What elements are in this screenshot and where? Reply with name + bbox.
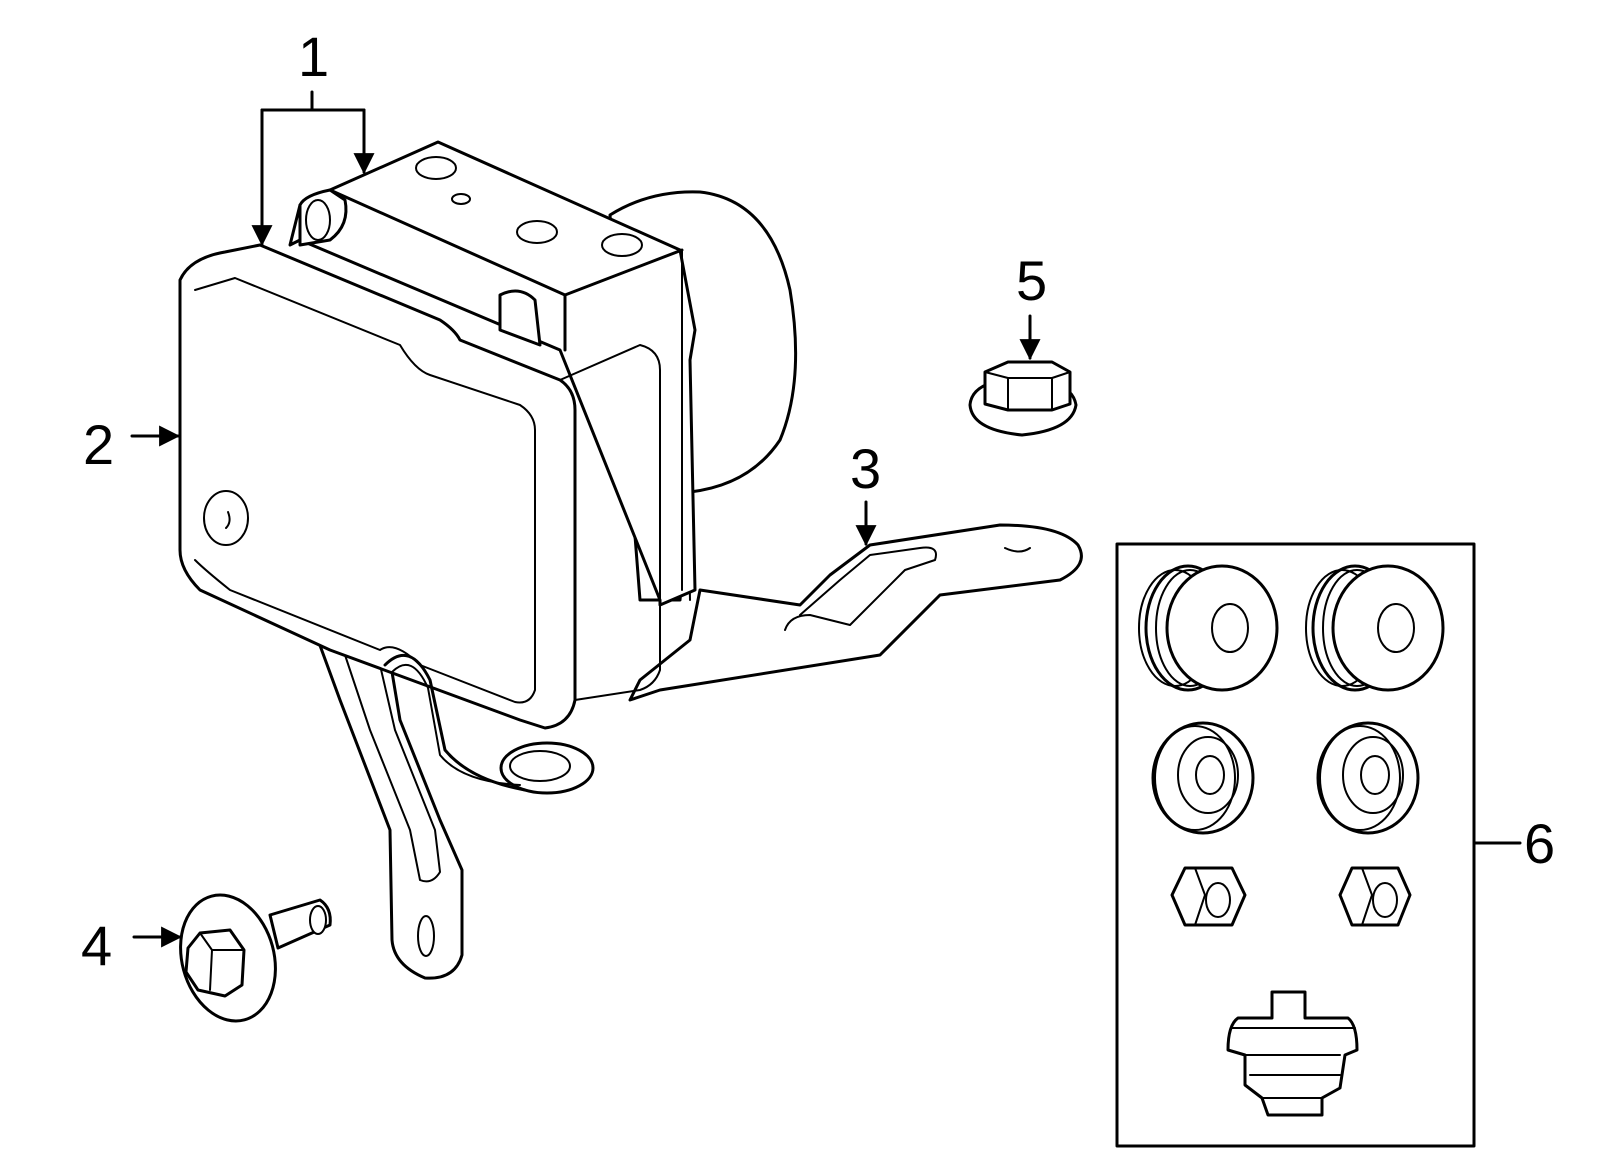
hex-nut-left bbox=[1170, 866, 1247, 927]
hydraulic-block bbox=[288, 140, 697, 607]
flange-nut bbox=[968, 360, 1078, 437]
callout-4-label: 4 bbox=[81, 914, 112, 977]
control-module bbox=[178, 243, 661, 792]
mounting-bracket bbox=[316, 523, 1083, 980]
callout-2-label: 2 bbox=[83, 413, 114, 476]
callout-3-label: 3 bbox=[850, 437, 881, 500]
large-grommet-right bbox=[1305, 564, 1445, 692]
leader-lines bbox=[130, 90, 1522, 948]
medium-grommet-left bbox=[1151, 721, 1255, 835]
medium-grommet-right bbox=[1316, 721, 1420, 835]
flange-bolt bbox=[179, 893, 332, 1023]
callout-1-label: 1 bbox=[298, 25, 329, 88]
large-grommet-left bbox=[1138, 564, 1279, 692]
spacer-bushing bbox=[1226, 990, 1359, 1117]
callout-5-label: 5 bbox=[1016, 249, 1047, 312]
hardware-kit-box bbox=[1115, 542, 1476, 1148]
hex-nut-right bbox=[1338, 866, 1412, 927]
callout-6-label: 6 bbox=[1524, 812, 1555, 875]
